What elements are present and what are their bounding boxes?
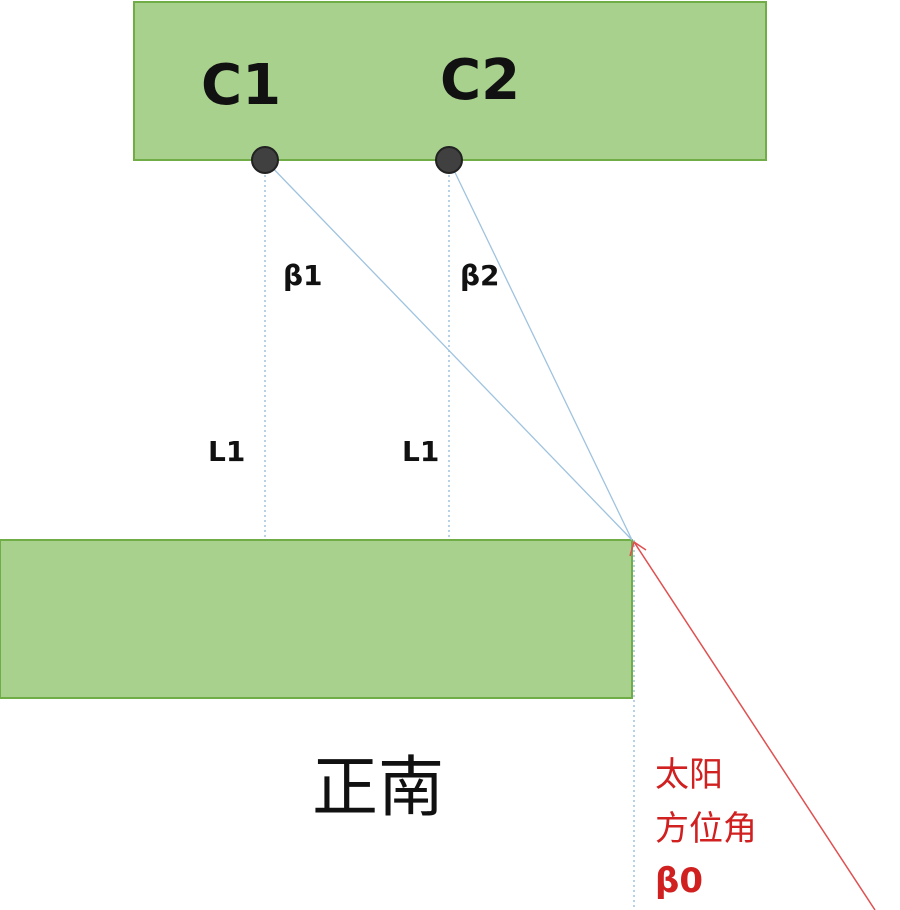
label-beta1: β1	[283, 259, 323, 292]
point-c2	[435, 146, 463, 174]
north-building	[133, 1, 767, 161]
label-spacing-left: L1	[208, 435, 245, 468]
south-building	[0, 539, 633, 699]
label-c1: C1	[201, 53, 281, 118]
sun-ray-arrowhead	[629, 540, 647, 557]
ray-to-c1	[264, 159, 633, 541]
label-beta2: β2	[460, 259, 500, 292]
label-sun-line3: β0	[655, 861, 703, 901]
label-c2: C2	[440, 48, 520, 113]
sun-ray	[633, 541, 876, 910]
label-sun-line2: 方位角	[655, 809, 757, 849]
point-c1	[251, 146, 279, 174]
label-spacing-right: L1	[402, 435, 439, 468]
ray-to-c2	[448, 159, 633, 541]
label-sun-line1: 太阳	[655, 755, 723, 795]
label-due-south: 正南	[312, 749, 444, 826]
